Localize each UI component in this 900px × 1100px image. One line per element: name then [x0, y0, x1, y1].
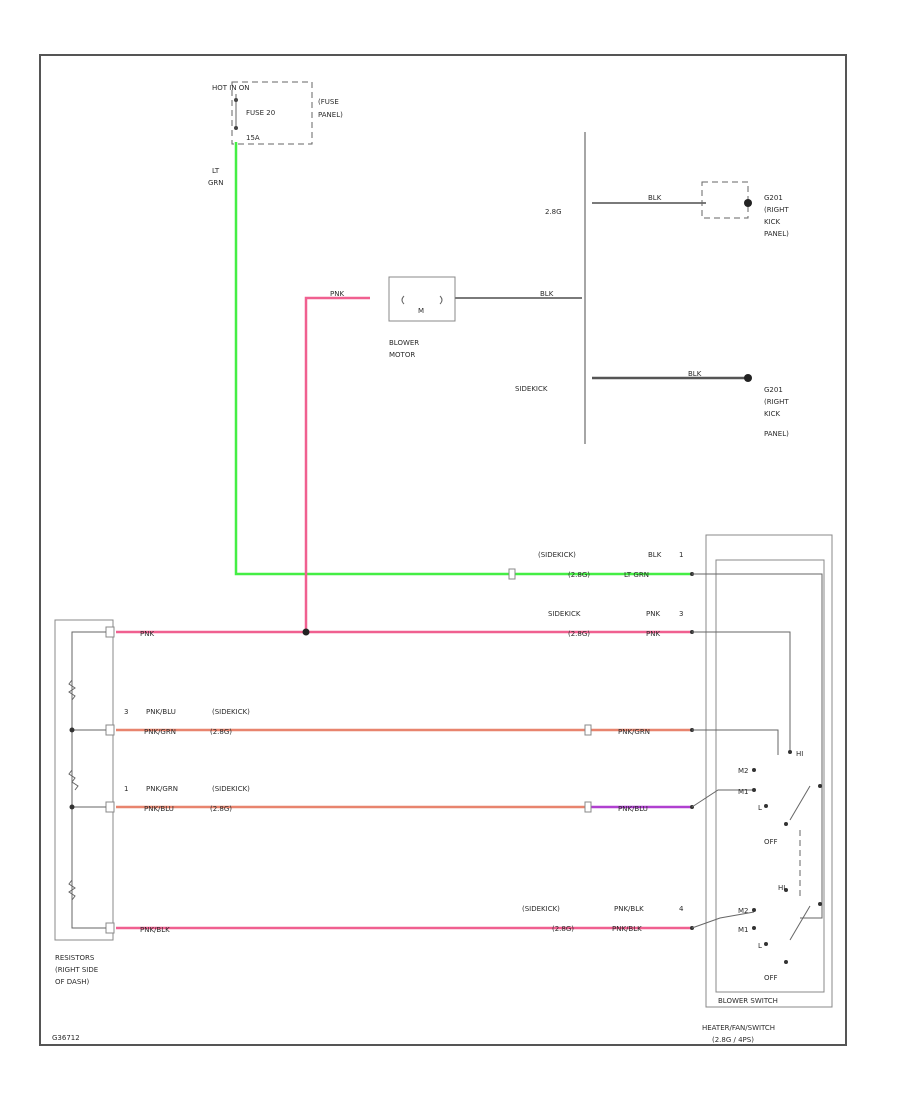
ground-lower: SIDEKICK BLK G201 (RIGHT KICK PANEL) [515, 370, 789, 438]
switch-off-b: OFF [764, 974, 778, 982]
r2-wire: PNK/GRN [144, 728, 176, 736]
resistor-label-1: RESISTORS [55, 954, 95, 962]
pin3-wire-top: PNK [646, 610, 660, 618]
switch-outer-label-1: HEATER/FAN/SWITCH [702, 1024, 775, 1032]
fuse-label: FUSE 20 [246, 109, 275, 117]
switch-m1: M1 [738, 788, 749, 796]
r3-variant: (2.8G) [210, 805, 232, 813]
fuse-wire-color-1: LT [212, 167, 220, 175]
switch-m1-b: M1 [738, 926, 749, 934]
fuse-panel: HOT IN ON FUSE 20 15A (FUSE PANEL) LT GR… [208, 81, 343, 187]
switch-hi: HI [796, 750, 803, 758]
fuse-panel-label-1: (FUSE [318, 98, 339, 106]
ground-lower-label-3: KICK [764, 410, 781, 418]
ground-lower-label-2: (RIGHT [764, 398, 789, 406]
pin3-variant-bottom: (2.8G) [568, 630, 590, 638]
switch-pin-labels: (SIDEKICK) BLK 1 (2.8G) LT GRN SIDEKICK … [522, 551, 684, 933]
pin1-wire: BLK [648, 551, 662, 559]
pin2-wire: LT GRN [624, 571, 649, 579]
motor-out-wire: BLK [540, 290, 554, 298]
wire-lt-grn [234, 142, 692, 576]
diagram-frame [39, 54, 847, 1046]
pin4-wire-top: PNK/BLK [614, 905, 644, 913]
ground-upper-bus-label: 2.8G [545, 208, 562, 216]
fuse-amp: 15A [246, 134, 260, 142]
fuse-terminal-bottom [234, 126, 238, 130]
fuse-terminal-top [234, 98, 238, 102]
r2-num: 3 [124, 708, 128, 716]
figure-id: G36712 [52, 1034, 80, 1042]
pin3-variant-top: SIDEKICK [548, 610, 581, 618]
ground-lower-bus-label: SIDEKICK [515, 385, 548, 393]
resistor-block: PNK 3 PNK/BLU (SIDEKICK) PNK/GRN (2.8G) … [54, 619, 650, 986]
inline-connector-pnkgrn [584, 724, 592, 736]
ground-lower-wire: BLK [688, 370, 702, 378]
switch-inner-label: BLOWER SWITCH [718, 997, 778, 1005]
ground-lower-label-1: G201 [764, 386, 783, 394]
pin3-wire-bottom: PNK [646, 630, 660, 638]
pin1-num: 1 [679, 551, 683, 559]
switch-m2-b: M2 [738, 907, 749, 915]
pin4-variant-bottom: (2.8G) [552, 925, 574, 933]
r3-top-variant: (SIDEKICK) [212, 785, 250, 793]
ground-upper: 2.8G BLK G201 (RIGHT KICK PANEL) [545, 181, 789, 238]
r3-top-wire: PNK/GRN [146, 785, 178, 793]
ground-upper-label-4: PANEL) [764, 230, 789, 238]
motor-in-wire: PNK [330, 290, 344, 298]
switch-off: OFF [764, 838, 778, 846]
switch-outer-label-2: (2.8G / 4PS) [712, 1036, 754, 1044]
r1-wire: PNK [140, 630, 154, 638]
r3-right-wire: PNK/BLU [618, 805, 648, 813]
fuse-wire-color-2: GRN [208, 179, 224, 187]
blower-switch: HI M2 M1 L OFF HI M2 M1 L OFF BLOWER SWI… [690, 534, 833, 1044]
pin1-variant: (SIDEKICK) [538, 551, 576, 559]
resistor-label-3: OF DASH) [55, 978, 90, 986]
switch-m2: M2 [738, 767, 749, 775]
inline-connector-pnkblu [584, 801, 592, 813]
pin4-num: 4 [679, 905, 684, 913]
ground-upper-label-1: G201 [764, 194, 783, 202]
ground-upper-wire: BLK [648, 194, 662, 202]
pin3-num: 3 [679, 610, 683, 618]
splice-pnk [302, 628, 310, 636]
r4-wire: PNK/BLK [140, 926, 170, 934]
ground-lower-point [744, 374, 752, 382]
pin2-variant: (2.8G) [568, 571, 590, 579]
r2-variant: (2.8G) [210, 728, 232, 736]
fuse-panel-label-2: PANEL) [318, 111, 343, 119]
ground-upper-label-3: KICK [764, 218, 781, 226]
r2-right-wire: PNK/GRN [618, 728, 650, 736]
r2-top-wire: PNK/BLU [146, 708, 176, 716]
ground-lower-label-4: PANEL) [764, 430, 789, 438]
switch-lo-b: L [758, 942, 762, 950]
blower-motor: PNK M BLOWER MOTOR BLK [330, 276, 582, 359]
wire-pnk-motor [304, 296, 370, 632]
r3-num: 1 [124, 785, 128, 793]
switch-lo: L [758, 804, 762, 812]
ground-upper-label-2: (RIGHT [764, 206, 789, 214]
pin4-variant-top: (SIDEKICK) [522, 905, 560, 913]
resistor-label-2: (RIGHT SIDE [55, 966, 98, 974]
ground-upper-point [744, 199, 752, 207]
fuse-hot-label: HOT IN ON [212, 84, 250, 92]
r3-wire: PNK/BLU [144, 805, 174, 813]
motor-symbol: M [418, 307, 424, 315]
r2-top-variant: (SIDEKICK) [212, 708, 250, 716]
inline-connector-ltgrn [508, 568, 516, 580]
pin4-wire-bottom: PNK/BLK [612, 925, 642, 933]
motor-label-1: BLOWER [389, 339, 419, 347]
switch-hi-b: HI [778, 884, 785, 892]
motor-label-2: MOTOR [389, 351, 415, 359]
